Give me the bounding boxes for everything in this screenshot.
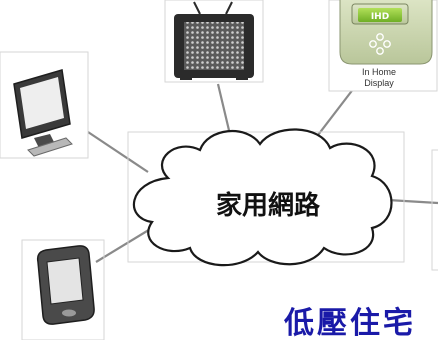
monitor-icon	[13, 69, 73, 157]
ihd-caption-line2: Display	[364, 78, 394, 88]
link-right-device	[387, 198, 438, 205]
right-device-panel	[431, 149, 438, 271]
footer-title: 低壓住宅	[284, 306, 416, 341]
tv-panel	[164, 0, 264, 83]
monitor-panel	[0, 51, 89, 159]
link-handheld	[95, 227, 153, 263]
cloud-label: 家用網路	[216, 190, 321, 221]
television-icon	[174, 1, 254, 80]
ihd-badge-text: IHD	[371, 12, 389, 22]
handheld-device-icon	[36, 245, 95, 325]
home-network-cloud: 家用網路	[132, 128, 393, 267]
cloud-shape	[132, 128, 393, 267]
ihd-caption-line1: In Home	[362, 67, 396, 77]
handheld-panel	[21, 239, 105, 340]
in-home-display-icon: IHD In Home Display	[339, 0, 433, 88]
cloud-panel	[127, 131, 405, 263]
ihd-dpad-icon	[369, 33, 391, 55]
link-monitor	[87, 131, 149, 173]
